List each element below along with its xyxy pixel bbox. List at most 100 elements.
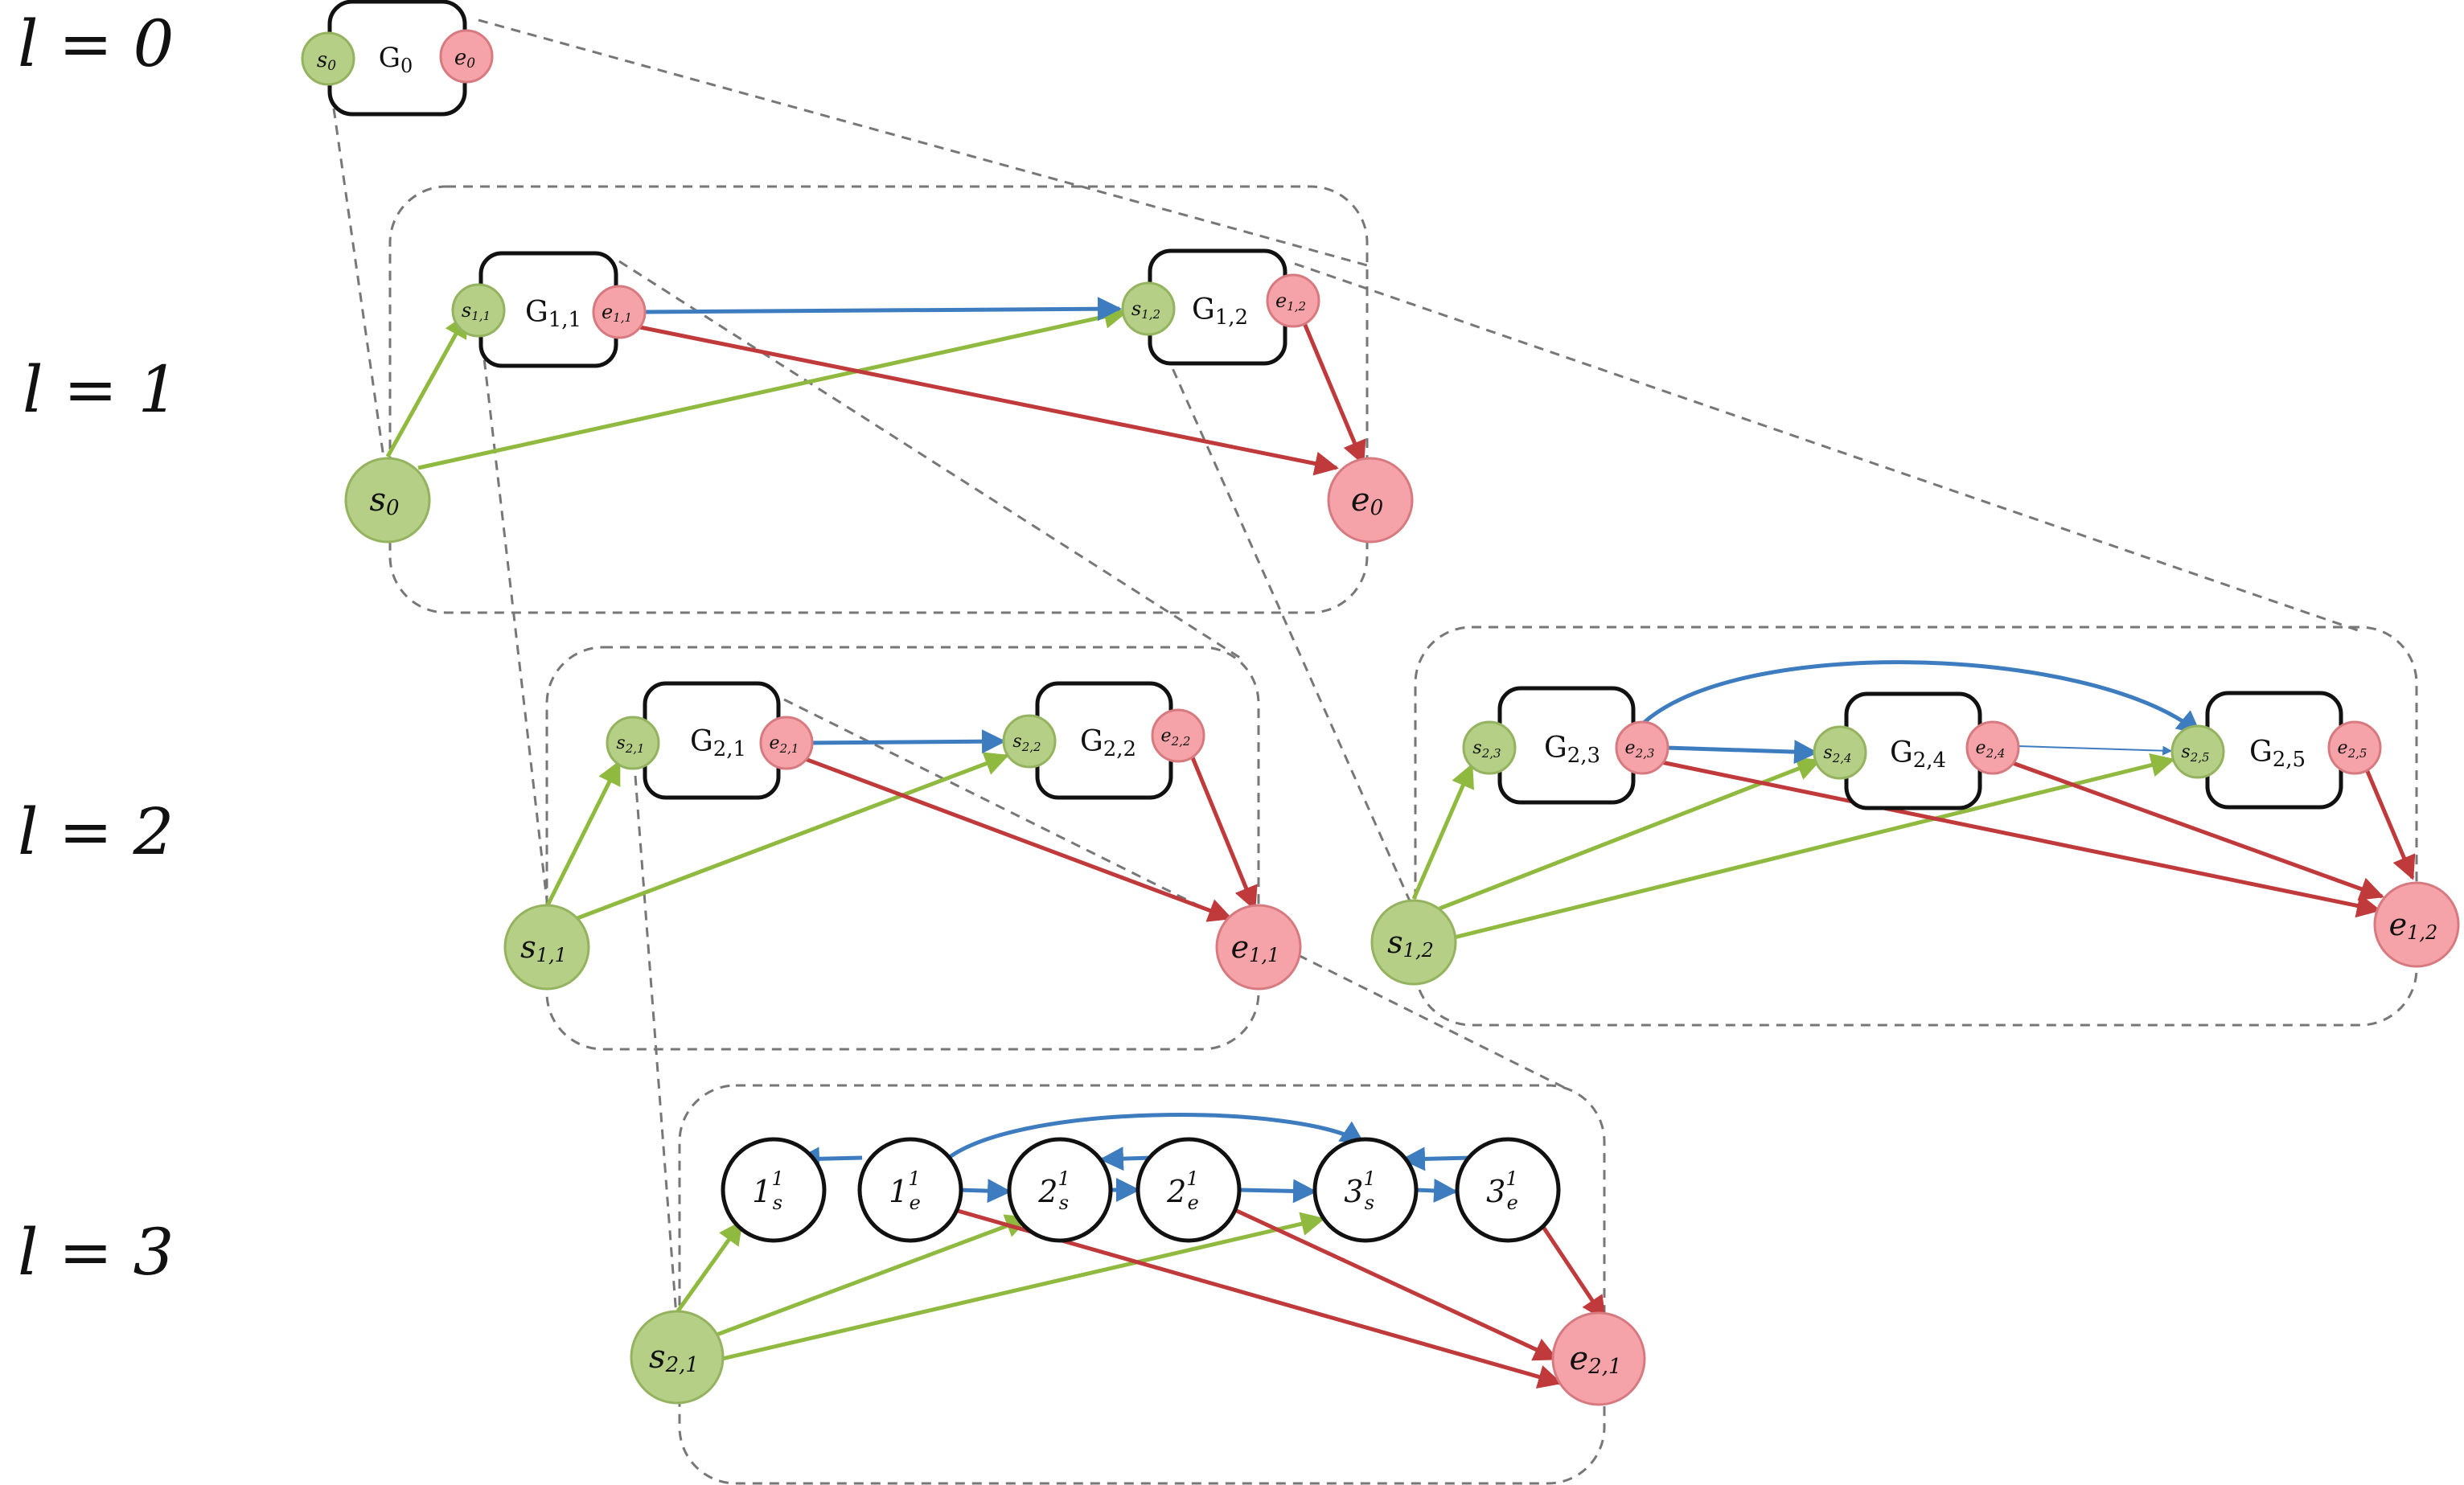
graph-boxes: G0 G1,1 G1,2 G2,1 G2,2 G2,3 G2,4 G2,5 bbox=[327, 0, 2343, 810]
projection-line bbox=[634, 775, 679, 1327]
projection-line bbox=[1164, 353, 1413, 905]
graph-label-g12: G1,2 bbox=[1192, 293, 1248, 330]
graph-label-g11: G1,1 bbox=[525, 296, 581, 333]
edge-red bbox=[1302, 322, 1366, 466]
end-node-e25-small-label: e2,5 bbox=[2338, 738, 2367, 761]
projection-lines bbox=[332, 18, 2361, 1327]
edge-red bbox=[1188, 751, 1258, 911]
edge-green bbox=[1439, 757, 1821, 911]
end-node-e21-label: e2,1 bbox=[1569, 1340, 1621, 1379]
graph-label-g21: G2,1 bbox=[690, 725, 746, 762]
node-1s bbox=[721, 1137, 827, 1243]
edge-green bbox=[705, 1214, 1030, 1341]
edge-green bbox=[577, 752, 1009, 921]
end-node-e11 bbox=[1215, 904, 1302, 991]
edge-blue bbox=[1635, 660, 2202, 735]
level2-left-container bbox=[545, 646, 1260, 1051]
start-node-s23-small-label: s2,3 bbox=[1472, 738, 1501, 761]
edge-blue bbox=[644, 297, 1122, 322]
start-node-s0-small bbox=[301, 31, 355, 86]
end-node-e0-small bbox=[439, 29, 494, 84]
edge-blue bbox=[810, 729, 1006, 754]
containers bbox=[388, 185, 2418, 1485]
end-node-e11-small bbox=[592, 285, 647, 339]
edge-green bbox=[675, 1220, 744, 1314]
edge-blue bbox=[1401, 1147, 1472, 1171]
level-label-3: l = 3 bbox=[18, 1215, 174, 1290]
start-node-s11-small bbox=[451, 283, 506, 338]
projection-line bbox=[618, 260, 1243, 661]
edge-green bbox=[721, 1212, 1325, 1361]
edge-green bbox=[544, 760, 622, 909]
end-node-e12-label: e1,2 bbox=[2389, 907, 2438, 944]
edge-red bbox=[631, 323, 1339, 476]
edge-green bbox=[385, 313, 469, 458]
graph-label-g25: G2,5 bbox=[2249, 736, 2306, 773]
node-3e bbox=[1455, 1137, 1561, 1243]
edge-blue bbox=[1099, 1147, 1152, 1171]
level3-container bbox=[678, 1084, 1606, 1485]
end-node-e21-small bbox=[759, 716, 814, 770]
start-node-s24-small bbox=[1813, 725, 1867, 780]
start-node-s22-small bbox=[1002, 714, 1057, 769]
start-node-s12-small bbox=[1121, 281, 1176, 336]
node-1e bbox=[857, 1137, 963, 1243]
graph-label-g22: G2,2 bbox=[1080, 725, 1136, 762]
graph-label-g0: G0 bbox=[379, 42, 413, 77]
graph-label-g23: G2,3 bbox=[1544, 732, 1600, 769]
end-node-e0-small-label: e0 bbox=[454, 46, 475, 72]
start-node-s0-small-label: s0 bbox=[317, 48, 336, 74]
edge-blue bbox=[1665, 740, 1818, 765]
node-3s bbox=[1312, 1137, 1419, 1243]
level2-right-container bbox=[1414, 626, 2418, 1027]
start-node-s11 bbox=[503, 904, 590, 991]
end-node-e24-small-label: e2,4 bbox=[1976, 738, 2006, 761]
end-node-e0-label: e0 bbox=[1351, 482, 1383, 520]
end-node-e23-small bbox=[1615, 720, 1669, 775]
node-2e bbox=[1135, 1137, 1242, 1243]
start-node-s12-label: s1,2 bbox=[1387, 925, 1434, 962]
level-label-0: l = 0 bbox=[18, 6, 174, 81]
start-node-s21-small bbox=[606, 716, 660, 770]
start-node-s25-small bbox=[2170, 724, 2225, 779]
edge-red bbox=[1538, 1220, 1607, 1321]
start-node-s23-small bbox=[1462, 720, 1517, 775]
end-node-e0 bbox=[1327, 457, 1414, 544]
projection-line bbox=[477, 309, 548, 901]
end-node-e25-small bbox=[2327, 720, 2382, 775]
projection-line bbox=[478, 18, 1368, 267]
edge-green bbox=[1411, 763, 1475, 900]
start-node-s22-small-label: s2,2 bbox=[1012, 732, 1041, 755]
level-labels: l = 0 l = 1 l = 2 l = 3 bbox=[18, 6, 179, 1290]
projection-line bbox=[783, 698, 1569, 1091]
edge-red bbox=[2010, 760, 2384, 900]
edge-blue bbox=[2018, 745, 2173, 756]
edge-green bbox=[1447, 753, 2175, 941]
end-node-e22-small-label: e2,2 bbox=[1161, 726, 1191, 749]
graph-label-g24: G2,4 bbox=[1890, 736, 1946, 773]
start-end-nodes: s0 e0 s1,1 e1,1 s1,2 e1,2 s0 e0 s2,1 e2,… bbox=[301, 29, 2460, 1406]
start-node-s21-small-label: s2,1 bbox=[616, 733, 644, 757]
end-node-e21 bbox=[1551, 1311, 1646, 1406]
start-node-s21 bbox=[630, 1310, 725, 1405]
level-label-1: l = 1 bbox=[23, 352, 179, 427]
end-node-e24-small bbox=[1965, 720, 2020, 775]
start-node-s25-small-label: s2,5 bbox=[2181, 742, 2209, 765]
edge-red bbox=[2362, 763, 2416, 880]
projection-line bbox=[1294, 262, 2361, 633]
end-node-e12-small bbox=[1266, 273, 1320, 328]
start-node-s11-label: s1,1 bbox=[520, 929, 567, 966]
end-node-e11-label: e1,1 bbox=[1231, 929, 1280, 966]
start-node-s12-small-label: s1,2 bbox=[1131, 297, 1160, 322]
node-2s bbox=[1007, 1137, 1113, 1243]
edge-green bbox=[417, 305, 1128, 470]
edge-blue bbox=[1238, 1179, 1317, 1204]
level-label-2: l = 2 bbox=[18, 794, 174, 869]
end-node-e23-small-label: e2,3 bbox=[1625, 738, 1655, 761]
end-node-e12 bbox=[2373, 881, 2460, 968]
edge-red bbox=[800, 755, 1233, 922]
